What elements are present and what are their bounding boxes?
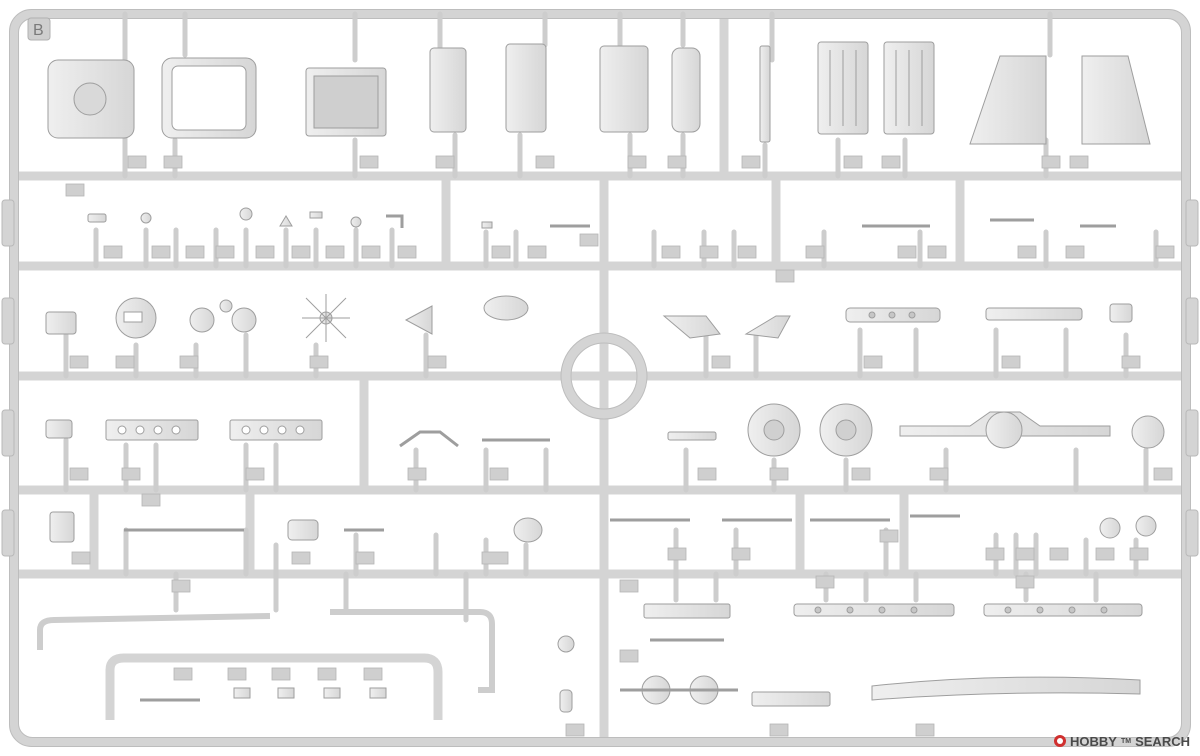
watermark: HOBBY TM SEARCH — [1054, 732, 1190, 750]
watermark-tm: TM — [1120, 737, 1132, 745]
sprue-gates — [63, 11, 1159, 623]
watermark-site: SEARCH — [1135, 733, 1190, 749]
sprue-side-tabs — [1, 199, 1199, 557]
hobbysearch-logo-icon — [1054, 735, 1067, 747]
sprue-ring — [560, 332, 648, 420]
part-number-tags — [65, 155, 1175, 737]
sprue-letter-tag: B — [27, 17, 51, 41]
sprue-parts — [37, 41, 1165, 720]
sprue-frame-edge — [9, 9, 1191, 747]
svg-text:B: B — [33, 22, 44, 39]
sprue-frame — [9, 9, 1191, 747]
watermark-brand: HOBBY — [1070, 733, 1117, 749]
